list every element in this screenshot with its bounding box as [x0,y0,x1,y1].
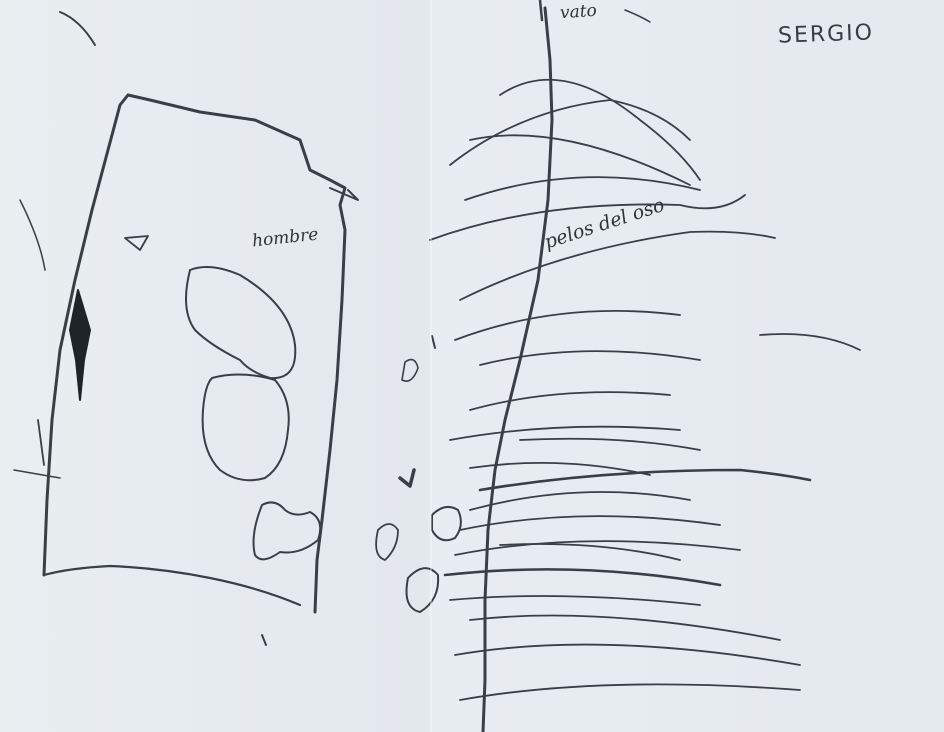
hombre-base [44,566,300,605]
blob-1 [186,267,295,378]
hombre-leftedge [14,470,60,478]
blob-2 [203,374,289,480]
small-oval [407,568,439,612]
hair-strokes [430,80,860,700]
hombre-leftedge [38,420,44,465]
hombre-outline [44,95,345,612]
small-mark [432,336,435,348]
small-mark [400,470,414,486]
stray-mark [625,10,650,22]
dark-arrow-mark [70,290,90,400]
oso-spine [483,8,552,732]
blob-3 [254,502,321,559]
small-mark [262,635,266,645]
hombre-leftedge [20,200,45,270]
small-triangle [125,236,148,250]
label-vato: vato [559,1,597,24]
stray-mark [60,12,95,45]
stray-mark [540,0,542,20]
small-oval [376,524,398,560]
small-oval [432,507,461,540]
label-sergio: SERGIO [778,20,875,48]
small-mark [402,360,418,382]
